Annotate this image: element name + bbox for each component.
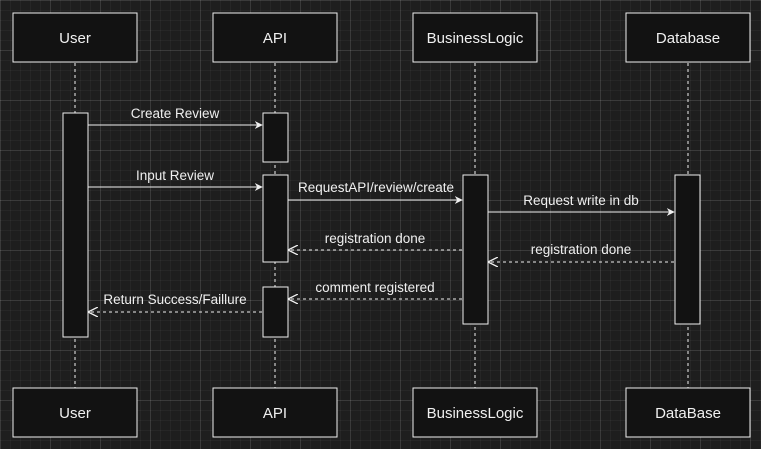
participant-label: BusinessLogic [427,30,524,47]
message-label: registration done [531,242,632,257]
message-label: Return Success/Faillure [103,292,246,307]
participant-user-bottom: User [12,387,138,438]
message-label: RequestAPI/review/create [298,180,454,195]
participant-businesslogic-bottom: BusinessLogic [412,387,538,438]
participant-label: DataBase [655,405,721,422]
message-return-success-failure: Return Success/Faillure [89,292,262,312]
message-label: Create Review [131,106,220,121]
message-request-api-review-create: RequestAPI/review/create [288,180,463,204]
message-label: Input Review [136,168,214,183]
participant-database-bottom: DataBase [625,387,751,438]
businesslogic-activation-bar [462,174,489,325]
message-request-write-in-db: Request write in db [488,193,675,216]
api-activation-bar-3 [262,286,289,338]
message-create-review: Create Review [88,106,263,129]
participant-businesslogic-top: BusinessLogic [412,12,538,63]
api-activation-bar-1 [262,112,289,163]
participant-label: User [59,405,91,422]
participant-label: API [263,405,287,422]
user-activation-bar [62,112,89,338]
participant-user-top: User [12,12,138,63]
message-label: registration done [325,231,426,246]
participant-api-top: API [212,12,338,63]
message-label: comment registered [315,280,434,295]
participant-api-bottom: API [212,387,338,438]
api-activation-bar-2 [262,174,289,263]
participant-database-top: Database [625,12,751,63]
participant-label: API [263,30,287,47]
message-registration-done-db: registration done [489,242,674,262]
message-comment-registered: comment registered [289,280,462,299]
database-activation-bar [674,174,701,325]
message-input-review: Input Review [88,168,263,191]
participant-label: Database [656,30,720,47]
message-label: Request write in db [523,193,639,208]
participant-label: User [59,30,91,47]
message-registration-done-api: registration done [289,231,462,250]
participant-label: BusinessLogic [427,405,524,422]
